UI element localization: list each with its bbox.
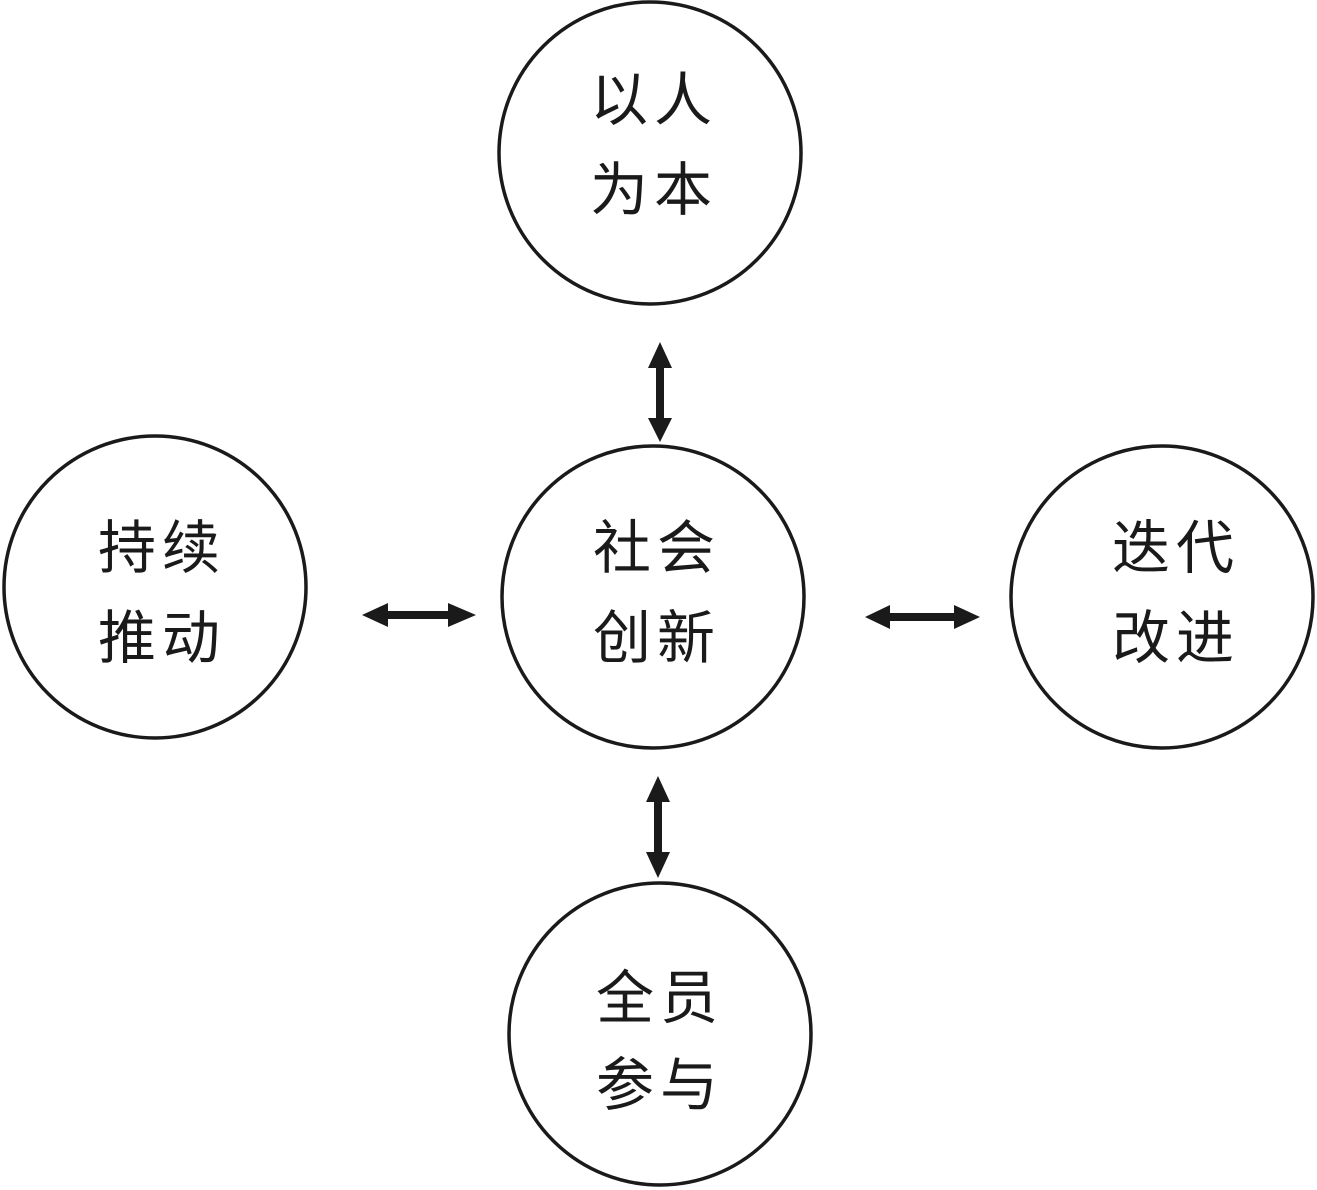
node-right-label-line2: 改进 <box>1112 604 1240 672</box>
node-bottom-label-line1: 全员 <box>596 964 724 1032</box>
arrow-center-bottom <box>646 776 670 878</box>
node-bottom: 全员 参与 <box>507 881 813 1187</box>
node-center-circle <box>500 444 806 750</box>
node-bottom-circle <box>507 881 813 1187</box>
node-top-circle <box>497 0 803 306</box>
arrow-center-top <box>648 342 672 442</box>
node-top-label-line2: 为本 <box>590 156 718 224</box>
node-bottom-label-line2: 参与 <box>596 1051 724 1119</box>
node-left-label-line2: 推动 <box>98 604 226 672</box>
node-center: 社会 创新 <box>500 444 806 750</box>
node-left-circle <box>2 434 308 740</box>
node-left: 持续 推动 <box>2 434 308 740</box>
node-right-circle <box>1009 444 1315 750</box>
node-top: 以人 为本 <box>497 0 803 306</box>
arrow-center-left <box>362 603 476 627</box>
node-left-label-line1: 持续 <box>98 514 226 582</box>
node-center-label-line1: 社会 <box>593 514 721 582</box>
arrow-center-right <box>865 605 980 629</box>
node-top-label-line1: 以人 <box>590 66 718 134</box>
node-center-label-line2: 创新 <box>593 604 721 672</box>
node-right: 迭代 改进 <box>1009 444 1315 750</box>
node-right-label-line1: 迭代 <box>1112 514 1240 582</box>
